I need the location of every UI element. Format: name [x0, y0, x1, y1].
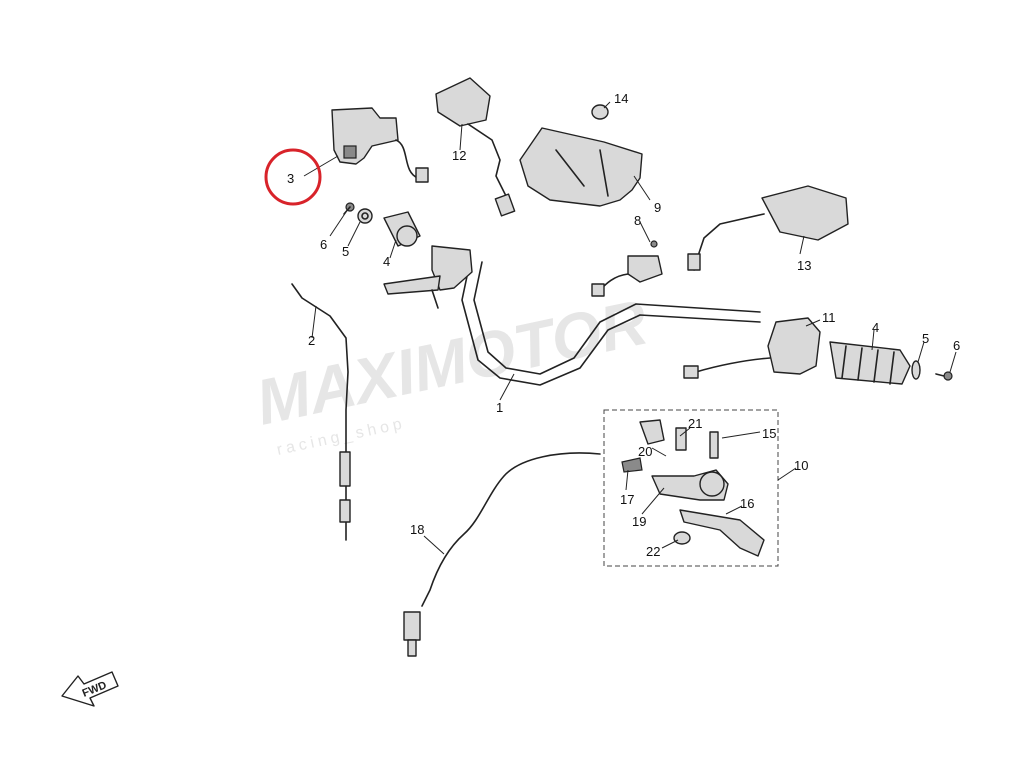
- watermark: MAXIMOTOR racing_shop: [250, 286, 653, 459]
- callout-15[interactable]: 15: [762, 426, 776, 441]
- highlight-circle: [264, 148, 322, 206]
- left-mirror[interactable]: [435, 77, 516, 217]
- callout-19[interactable]: 19: [632, 514, 646, 529]
- brake-lever-assembly[interactable]: [621, 419, 765, 557]
- brake-hose[interactable]: [403, 452, 601, 657]
- right-washer[interactable]: [911, 360, 921, 380]
- callout-13[interactable]: 13: [797, 258, 811, 273]
- leader-lines: [303, 101, 957, 555]
- callout-16[interactable]: 16: [740, 496, 754, 511]
- callout-5-left[interactable]: 5: [342, 244, 349, 259]
- callout-6-left[interactable]: 6: [320, 237, 327, 252]
- fwd-arrow-icon: FWD: [61, 671, 119, 707]
- callout-9[interactable]: 9: [654, 200, 661, 215]
- callout-4-left[interactable]: 4: [383, 254, 390, 269]
- grommet[interactable]: [591, 104, 609, 120]
- callout-22[interactable]: 22: [646, 544, 660, 559]
- callout-5-right[interactable]: 5: [922, 331, 929, 346]
- watermark-brand: MAXIMOTOR: [250, 286, 653, 439]
- handlebar[interactable]: [461, 261, 761, 386]
- right-bolt[interactable]: [935, 371, 953, 381]
- mini-switch[interactable]: [591, 240, 663, 297]
- right-grip[interactable]: [829, 341, 911, 385]
- callout-21[interactable]: 21: [688, 416, 702, 431]
- handguard[interactable]: [519, 127, 643, 207]
- callout-8[interactable]: 8: [634, 213, 641, 228]
- callout-3[interactable]: 3: [287, 171, 294, 186]
- callout-20[interactable]: 20: [638, 444, 652, 459]
- callout-1[interactable]: 1: [496, 400, 503, 415]
- callout-17[interactable]: 17: [620, 492, 634, 507]
- left-lever[interactable]: [383, 245, 473, 309]
- right-mirror[interactable]: [687, 185, 849, 271]
- callout-6-right[interactable]: 6: [953, 338, 960, 353]
- master-cylinder[interactable]: [331, 107, 429, 183]
- callouts: 3 2 6 5 4 12 9 8 14 13 11 4 5 6 1 18 15 …: [287, 91, 960, 559]
- callout-12[interactable]: 12: [452, 148, 466, 163]
- callout-4-right[interactable]: 4: [872, 320, 879, 335]
- callout-2[interactable]: 2: [308, 333, 315, 348]
- callout-18[interactable]: 18: [410, 522, 424, 537]
- right-switch-housing[interactable]: [683, 317, 821, 379]
- lever-assembly-box: [603, 409, 779, 567]
- throttle-cable[interactable]: [291, 283, 351, 541]
- callout-14[interactable]: 14: [614, 91, 628, 106]
- callout-10[interactable]: 10: [794, 458, 808, 473]
- left-washer[interactable]: [357, 208, 373, 224]
- throttle-sleeve[interactable]: [383, 211, 421, 247]
- callout-11[interactable]: 11: [822, 310, 836, 325]
